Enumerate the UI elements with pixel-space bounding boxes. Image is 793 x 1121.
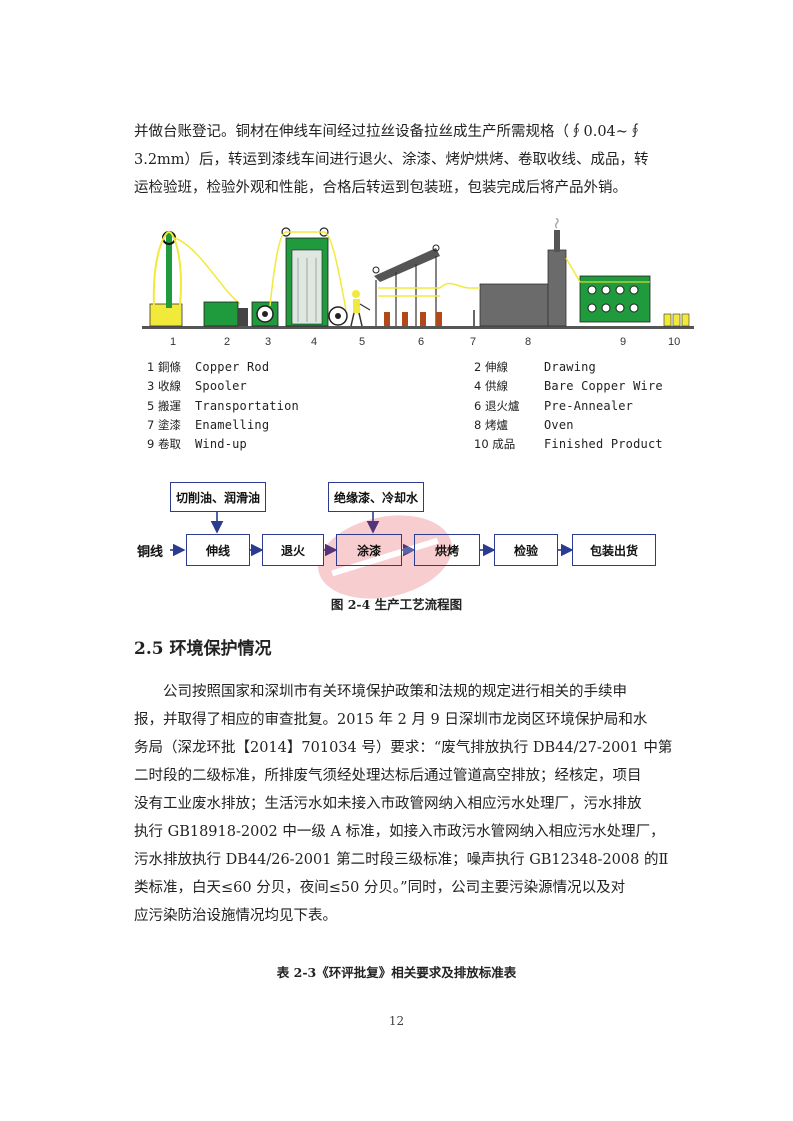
legend-zh: 10 成品 <box>474 437 516 452</box>
wind-up-machine <box>565 257 651 323</box>
text-line: 二时段的二级标准，所排废气须经处理达标后通过管道高空排放；经核定，项目 <box>134 768 642 784</box>
legend-row: 2 伸線 Drawing <box>474 358 663 377</box>
drawing-machine <box>203 301 248 327</box>
legend-en: Transportation <box>195 398 299 413</box>
environment-paragraph: 公司按照国家和深圳市有关环境保护政策和法规的规定进行相关的手续申 报，并取得了相… <box>134 678 673 930</box>
legend-zh: 2 伸線 <box>474 360 508 374</box>
flow-step-drawing: 伸线 <box>186 534 250 566</box>
page-number: 12 <box>388 1014 405 1028</box>
text-line: 3.2mm）后，转运到漆线车间进行退火、涂漆、烤炉烘烤、卷取收线、成品，转 <box>134 152 649 168</box>
legend-en: Copper Rod <box>195 360 270 374</box>
legend-row: 4 供線 Bare Copper Wire <box>474 377 663 396</box>
station-number: 4 <box>311 336 318 348</box>
legend-zh: 9 卷取 <box>147 437 181 452</box>
legend-zh: 1 銅條 <box>147 360 181 374</box>
section-heading: 2.5 环境保护情况 <box>134 639 272 659</box>
station-number: 6 <box>418 336 425 348</box>
transport-station <box>328 290 371 327</box>
pre-annealer-rack <box>372 244 471 326</box>
text-line: 执行 GB18918-2002 中一级 A 标准，如接入市政污水管网纳入相应污水… <box>134 824 665 840</box>
text-line: 应污染防治设施情况均见下表。 <box>134 908 337 924</box>
intro-paragraph: 并做台账登记。铜材在伸线车间经过拉丝设备拉丝成生产所需规格（∮0.04~∮ 3.… <box>134 118 662 202</box>
station-number: 1 <box>170 336 177 348</box>
legend-row: 1 銅條 Copper Rod <box>147 358 299 377</box>
legend-left: 1 銅條 Copper Rod 3 收線 Spooler 5 搬運 Transport… <box>147 358 299 454</box>
legend-en: Pre-Annealer <box>544 398 634 413</box>
legend-row: 8 烤爐 Oven <box>474 416 663 435</box>
figure-caption: 图 2-4 生产工艺流程图 <box>330 597 463 612</box>
text-line: 运检验班，检验外观和性能，合格后转运到包装班，包装完成后将产品外销。 <box>134 180 627 196</box>
station-number: 7 <box>470 336 477 348</box>
oven-unit <box>470 218 567 327</box>
flow-step-enamelling: 涂漆 <box>336 534 402 566</box>
legend-row: 5 搬運 Transportation <box>147 397 299 416</box>
legend-en: Spooler <box>195 379 247 394</box>
flow-start-label: 铜线 <box>137 545 164 560</box>
text-line: 没有工业废水排放；生活污水如未接入市政管网纳入相应污水处理厂，污水排放 <box>134 796 642 812</box>
legend-row: 7 塗漆 Enamelling <box>147 416 299 435</box>
legend-row: 3 收線 Spooler <box>147 377 299 396</box>
text-line: 报，并取得了相应的审查批复。2015 年 2 月 9 日深圳市龙岗区环境保护局和… <box>134 712 648 728</box>
station-number: 10 <box>668 336 681 348</box>
legend-zh: 8 烤爐 <box>474 417 508 432</box>
legend-zh: 4 供線 <box>474 379 508 394</box>
copper-rod-station <box>149 231 241 327</box>
wire-supply-tower <box>269 227 347 327</box>
flow-step-annealing: 退火 <box>262 534 324 566</box>
legend-zh: 7 塗漆 <box>147 417 181 432</box>
table-caption: 表 2-3《环评批复》相关要求及排放标准表 <box>276 965 517 980</box>
text-line: 公司按照国家和深圳市有关环境保护政策和法规的规定进行相关的手续申 <box>134 684 627 700</box>
legend-en: Enamelling <box>195 417 270 432</box>
legend-row: 9 卷取 Wind-up <box>147 435 299 454</box>
station-number: 9 <box>620 336 627 348</box>
legend-en: Finished Product <box>544 437 663 452</box>
production-line-illustration <box>142 218 694 329</box>
legend-en: Oven <box>544 417 574 432</box>
legend-en: Wind-up <box>195 437 247 452</box>
legend-right: 2 伸線 Drawing 4 供線 Bare Copper Wire 6 退火爐 Pr… <box>474 358 663 454</box>
station-number: 2 <box>224 336 231 348</box>
legend-zh: 5 搬運 <box>147 398 181 413</box>
finished-product <box>663 313 690 327</box>
station-number: 5 <box>359 336 366 348</box>
station-number: 8 <box>525 336 532 348</box>
flow-step-packing: 包装出货 <box>572 534 656 566</box>
legend-zh: 6 退火爐 <box>474 398 520 413</box>
station-number: 3 <box>265 336 272 348</box>
legend-en: Drawing <box>544 360 596 374</box>
watermark-stamp <box>317 515 453 599</box>
legend-zh: 3 收線 <box>147 379 181 394</box>
floor-line <box>142 326 694 329</box>
flow-step-baking: 烘烤 <box>414 534 480 566</box>
spooler <box>251 301 279 327</box>
legend-en: Bare Copper Wire <box>544 379 663 394</box>
text-line: 污水排放执行 DB44/26-2001 第二时段三级标准；噪声执行 GB1234… <box>134 852 669 868</box>
flow-step-inspection: 检验 <box>494 534 558 566</box>
flow-input-paint: 绝缘漆、冷却水 <box>328 482 424 512</box>
legend-row: 10 成品 Finished Product <box>474 435 663 454</box>
text-line: 并做台账登记。铜材在伸线车间经过拉丝设备拉丝成生产所需规格（∮0.04~∮ <box>134 124 643 140</box>
text-line: 类标准，白天≤60 分贝，夜间≤50 分贝。”同时，公司主要污染源情况以及对 <box>134 880 626 896</box>
flow-input-oil: 切削油、润滑油 <box>170 482 266 512</box>
text-line: 务局（深龙环批【2014】701034 号）要求：“废气排放执行 DB44/27… <box>134 740 673 756</box>
legend-row: 6 退火爐 Pre-Annealer <box>474 397 663 416</box>
